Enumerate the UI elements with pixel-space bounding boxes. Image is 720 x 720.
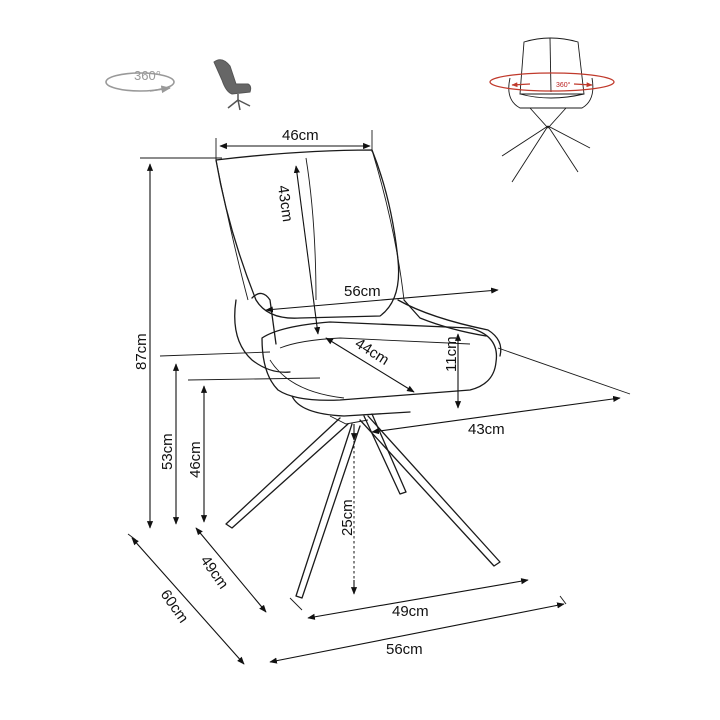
preview-rotation-label: 360° bbox=[556, 81, 571, 89]
preview-chair-icon: 360° bbox=[489, 37, 615, 183]
armrest-height-label: 11cm bbox=[443, 336, 460, 372]
total-width-label: 56cm bbox=[386, 641, 423, 658]
leg-width-label: 49cm bbox=[392, 603, 429, 620]
dimension-lines bbox=[127, 130, 631, 665]
armrest-floor-height-label: 53cm bbox=[159, 433, 176, 470]
armrest-width-label: 56cm bbox=[344, 283, 381, 300]
side-depth-label: 43cm bbox=[468, 421, 505, 438]
leg-depth-label: 49cm bbox=[197, 553, 232, 593]
base-depth-label: 60cm bbox=[157, 587, 192, 627]
recline-chair-icon bbox=[213, 59, 252, 111]
total-height-label: 87cm bbox=[133, 333, 150, 370]
rotation-360-icon: 360° bbox=[105, 68, 175, 94]
base-height-label: 25cm bbox=[339, 499, 356, 536]
dimension-labels: 46cm 43cm 56cm 44cm 11cm 43cm 87cm 53cm … bbox=[133, 127, 505, 658]
seat-back-width-label: 46cm bbox=[282, 127, 319, 144]
rotation-label: 360° bbox=[134, 68, 161, 83]
backrest-height-label: 43cm bbox=[274, 184, 296, 223]
chair-drawing bbox=[215, 149, 502, 599]
seat-height-label: 46cm bbox=[187, 441, 204, 478]
